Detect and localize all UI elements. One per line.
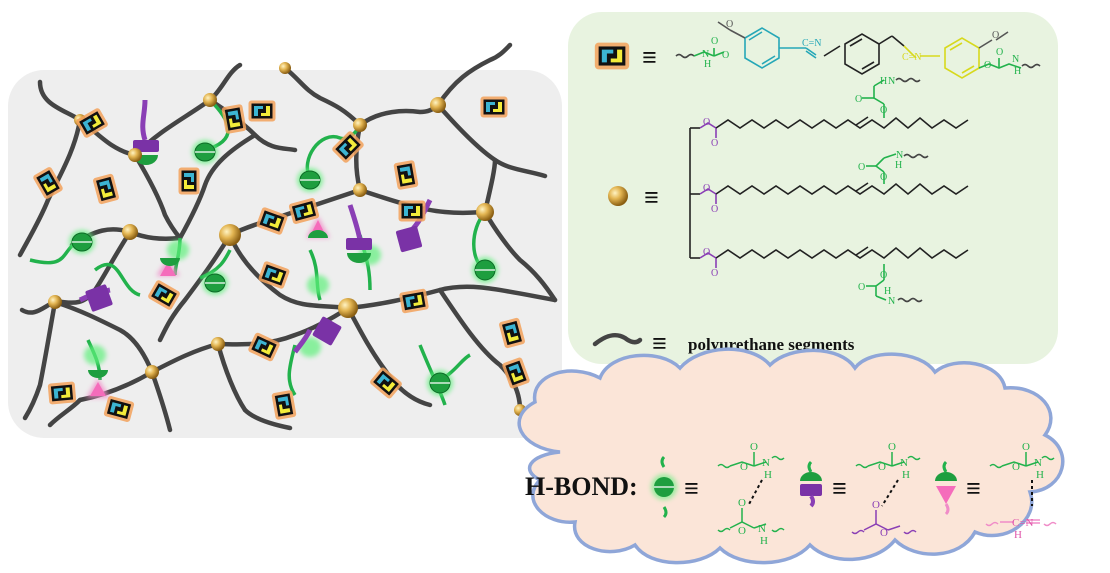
svg-text:H: H — [895, 160, 902, 171]
equiv-symbol: ≡ — [832, 474, 847, 503]
svg-text:O: O — [996, 47, 1003, 58]
svg-text:N: N — [1012, 54, 1019, 65]
svg-text:C=N: C=N — [802, 38, 822, 49]
svg-text:O: O — [984, 60, 991, 71]
svg-text:H: H — [902, 469, 910, 481]
svg-text:O: O — [880, 172, 887, 183]
legend-panel: ≡ H N O O C=N — [568, 12, 1058, 364]
svg-text:O: O — [1022, 441, 1030, 453]
hbond-urethane-imine-icon — [935, 460, 957, 516]
svg-text:N: N — [762, 457, 770, 469]
svg-text:N: N — [900, 457, 908, 469]
svg-text:O: O — [1012, 461, 1020, 473]
imine-urethane-pairs — [86, 216, 330, 398]
svg-text:O: O — [738, 497, 746, 509]
chain-segment-icon — [592, 332, 643, 347]
svg-text:O: O — [888, 441, 896, 453]
svg-text:H: H — [1036, 469, 1044, 481]
svg-text:O: O — [880, 270, 887, 281]
svg-text:O: O — [858, 162, 865, 173]
svg-text:O: O — [872, 499, 880, 511]
svg-text:O: O — [722, 50, 729, 61]
crosslinker-node-icon — [608, 186, 628, 206]
svg-text:O: O — [858, 282, 865, 293]
svg-text:C=N: C=N — [902, 52, 922, 63]
equiv-symbol: ≡ — [684, 474, 699, 503]
svg-text:N: N — [888, 296, 895, 307]
svg-text:O: O — [711, 36, 718, 47]
network-panel — [8, 42, 562, 438]
svg-text:N: N — [896, 150, 903, 161]
benzene-ring-center — [823, 33, 905, 75]
svg-text:O: O — [726, 19, 733, 30]
svg-text:H: H — [764, 469, 772, 481]
svg-text:O: O — [711, 138, 718, 149]
svg-text:N: N — [702, 49, 709, 60]
legend-panel-background — [568, 12, 1058, 364]
hbond-cloud: H-BOND: ≡ O O N H O — [517, 347, 1065, 565]
hbond-urethane-urethane-structure: O O N H O O N H — [717, 441, 785, 547]
svg-text:N: N — [1034, 457, 1042, 469]
svg-text:O: O — [711, 268, 718, 279]
svg-text:O: O — [992, 30, 999, 41]
imine-block-icon — [594, 42, 630, 70]
hbond-urethane-ester-structure: O O N H O O — [851, 441, 921, 539]
equiv-symbol: ≡ — [652, 329, 667, 358]
svg-text:O: O — [880, 527, 888, 539]
equiv-symbol: ≡ — [642, 43, 657, 72]
svg-text:O: O — [711, 204, 718, 215]
svg-text:H: H — [760, 535, 768, 547]
cloud-shape — [517, 347, 1065, 565]
svg-text:H: H — [1014, 66, 1021, 77]
svg-text:H: H — [704, 59, 711, 70]
svg-text:O: O — [878, 461, 886, 473]
svg-text:H: H — [1014, 529, 1022, 541]
equiv-symbol: ≡ — [644, 183, 659, 212]
benzene-ring-teal — [744, 27, 817, 69]
legend-row-crosslinker: ≡ O O O O O O — [608, 76, 969, 307]
svg-text:N: N — [888, 76, 895, 87]
svg-text:O: O — [703, 117, 710, 128]
svg-text:O: O — [703, 183, 710, 194]
svg-text:O: O — [740, 461, 748, 473]
svg-text:C=N: C=N — [1012, 517, 1034, 529]
hbond-urethane-urethane-icon — [651, 455, 677, 519]
legend-row-imine: ≡ H N O O C=N — [594, 19, 1041, 79]
svg-text:O: O — [738, 525, 746, 537]
svg-text:H: H — [880, 76, 887, 87]
svg-text:O: O — [750, 441, 758, 453]
hbond-urethane-ester-icon — [800, 460, 822, 508]
svg-text:O: O — [703, 247, 710, 258]
hbond-urethane-imine-structure: O O N H C=N H — [985, 441, 1057, 541]
svg-text:H: H — [884, 286, 891, 297]
svg-text:O: O — [880, 105, 887, 116]
svg-text:O: O — [855, 94, 862, 105]
hbond-label: H-BOND: — [525, 472, 638, 501]
benzene-ring-yellow — [903, 37, 980, 79]
equiv-symbol: ≡ — [966, 474, 981, 503]
svg-text:N: N — [758, 523, 766, 535]
